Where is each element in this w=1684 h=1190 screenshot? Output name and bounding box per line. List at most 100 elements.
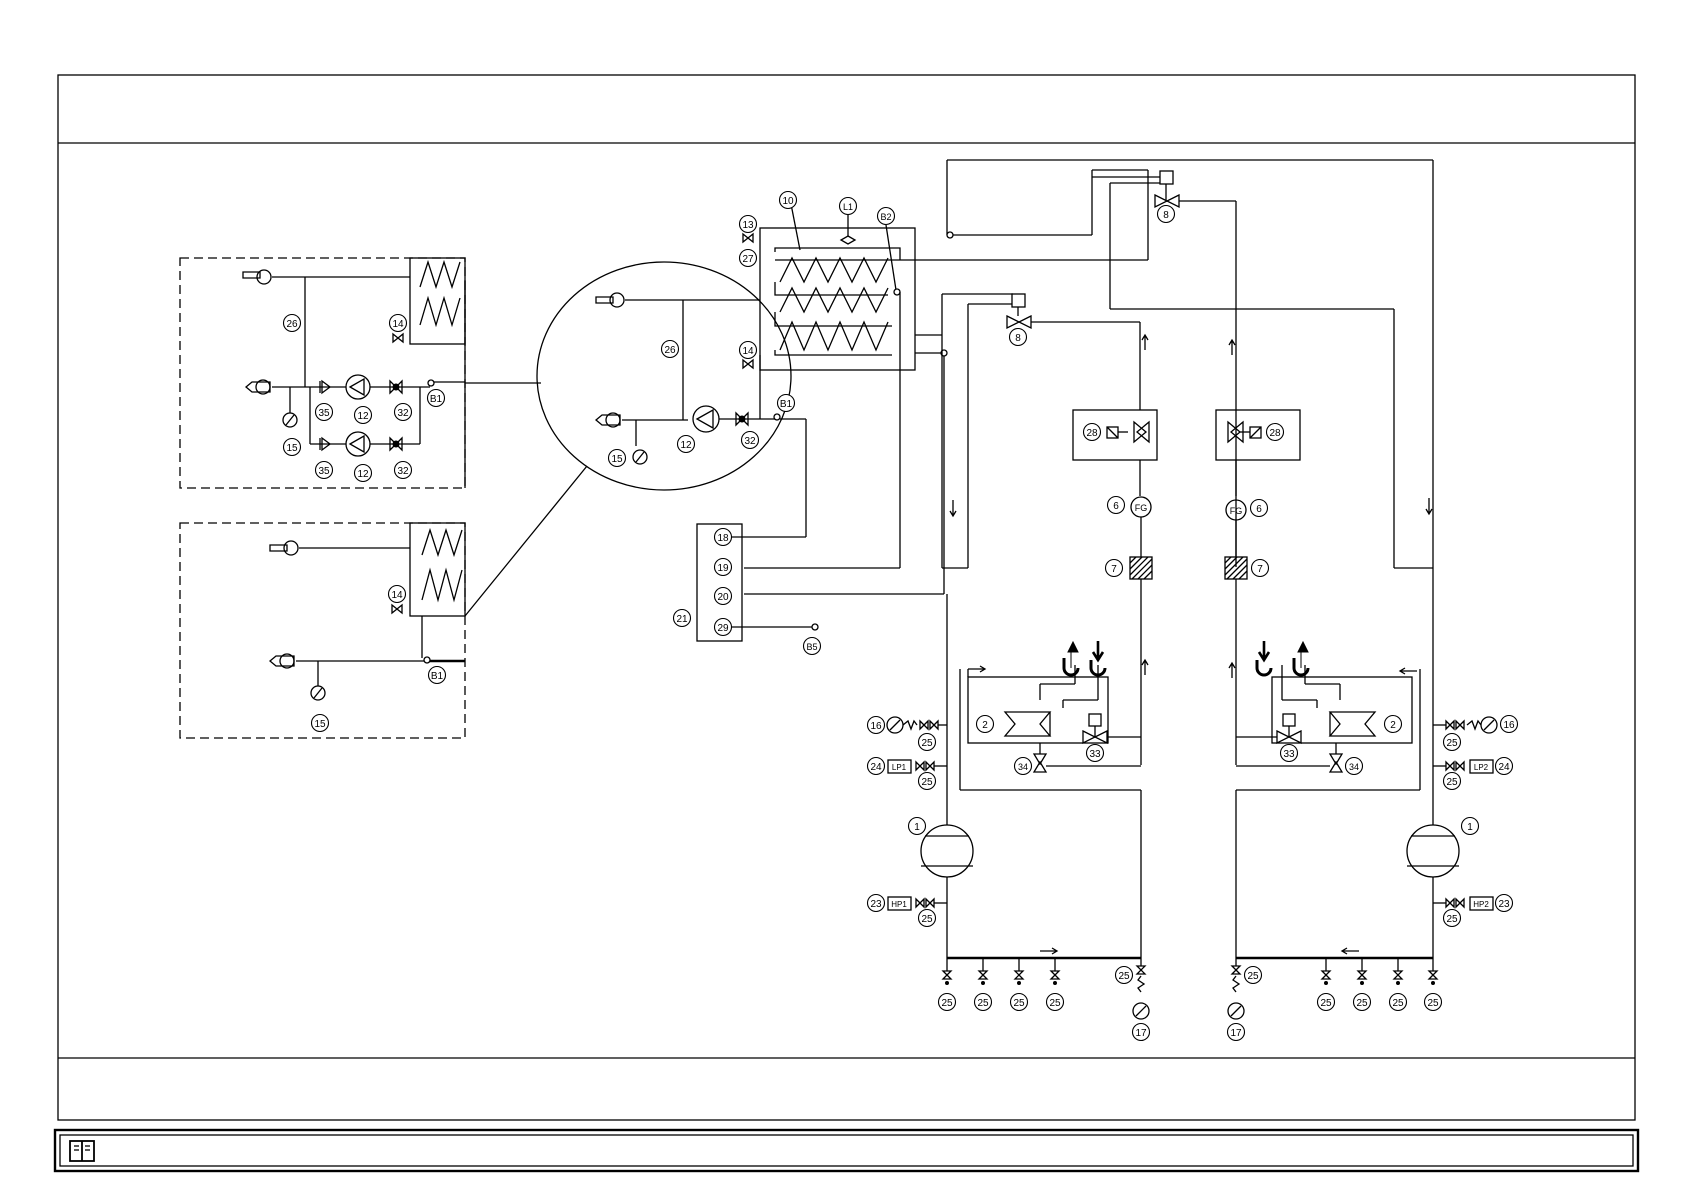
service-valve-bottom-l3[interactable] xyxy=(1051,958,1059,985)
label-1-b: 1 xyxy=(1467,822,1473,833)
compressor-icon xyxy=(921,825,973,877)
label-32-c: 32 xyxy=(744,436,756,447)
label-21: 21 xyxy=(676,614,688,625)
label-32-b: 32 xyxy=(397,466,409,477)
label-25-d: 25 xyxy=(1446,738,1458,749)
service-valve-bottom-l1[interactable] xyxy=(979,958,987,985)
detail-leader-2 xyxy=(465,466,587,616)
label-25-bottom-r3: 25 xyxy=(1427,998,1439,1009)
label-b1-c: B1 xyxy=(780,399,793,410)
label-l1: L1 xyxy=(843,202,853,212)
label-33-b: 33 xyxy=(1283,749,1295,760)
label-32-a: 32 xyxy=(397,408,409,419)
twin-pump-detail: 26 14 B1 15 xyxy=(180,258,465,488)
label-7-a: 7 xyxy=(1111,564,1117,575)
service-valve-bottom-l2[interactable] xyxy=(1015,958,1023,985)
service-valve-bottom-r0[interactable] xyxy=(1322,958,1330,985)
label-35-a: 35 xyxy=(318,408,330,419)
label-25-bottom-r0: 25 xyxy=(1320,998,1332,1009)
label-15-c: 15 xyxy=(611,454,623,465)
book-icon[interactable] xyxy=(70,1141,94,1161)
service-valve-row: 25 25 25 25 25 25 25 25 25 17 25 17 xyxy=(939,958,1442,1041)
label-20: 20 xyxy=(717,592,729,603)
label-28-a: 28 xyxy=(1086,428,1098,439)
label-19: 19 xyxy=(717,563,729,574)
service-valve-bottom-r1[interactable] xyxy=(1358,958,1366,985)
label-25-bottom-l0: 25 xyxy=(941,998,953,1009)
label-33-a: 33 xyxy=(1089,749,1101,760)
label-2-a: 2 xyxy=(982,720,988,731)
label-24-b: 24 xyxy=(1498,762,1510,773)
refrigerant-circuit-1: 8 8 28 xyxy=(868,160,1518,958)
label-27: 27 xyxy=(742,254,754,265)
label-12-a: 12 xyxy=(357,411,369,422)
no-pump-detail: 14 B1 15 xyxy=(180,523,465,738)
label-25-bottom-r1: 25 xyxy=(1356,998,1368,1009)
footer-bar xyxy=(55,1130,1638,1171)
label-15-b: 15 xyxy=(314,719,326,730)
label-8-a: 8 xyxy=(1163,210,1169,221)
label-23-b: 23 xyxy=(1498,899,1510,910)
sight-glass-symbol-b: FG xyxy=(1230,506,1243,516)
label-26: 26 xyxy=(286,319,298,330)
service-valve-bottom-r2[interactable] xyxy=(1394,958,1402,985)
label-10: 10 xyxy=(782,196,794,207)
lp2-label: LP2 xyxy=(1474,763,1489,772)
label-b1-a: B1 xyxy=(430,394,443,405)
label-14-c: 14 xyxy=(742,346,754,357)
label-12-c: 12 xyxy=(680,440,692,451)
label-25-bottom-r2: 25 xyxy=(1392,998,1404,1009)
label-7-b: 7 xyxy=(1257,564,1263,575)
label-29: 29 xyxy=(717,623,729,634)
label-14-b: 14 xyxy=(391,590,403,601)
label-25-e: 25 xyxy=(1446,777,1458,788)
label-25-c: 25 xyxy=(921,914,933,925)
label-16-a: 16 xyxy=(870,721,882,732)
label-6-b: 6 xyxy=(1256,504,1262,515)
label-b2: B2 xyxy=(880,212,891,222)
water-heat-exchanger: 10 L1 B2 13 27 14 xyxy=(740,192,1149,595)
label-34-b: 34 xyxy=(1349,762,1359,772)
label-28-b: 28 xyxy=(1269,428,1281,439)
label-1-a: 1 xyxy=(914,822,920,833)
label-25-bottom-l3: 25 xyxy=(1049,998,1061,1009)
hydraulic-section: 26 15 12 32 B1 xyxy=(537,262,806,537)
hp-gauge-left-label: 17 xyxy=(1135,1028,1147,1039)
label-2-b: 2 xyxy=(1390,720,1396,731)
service-valve-bottom-r3[interactable] xyxy=(1429,958,1437,985)
label-25-a: 25 xyxy=(921,738,933,749)
sight-glass-symbol-a: FG xyxy=(1135,503,1148,513)
lp1-label: LP1 xyxy=(892,763,907,772)
label-23-a: 23 xyxy=(870,899,882,910)
label-b1-b: B1 xyxy=(431,671,444,682)
label-34-a: 34 xyxy=(1018,762,1028,772)
label-6-a: 6 xyxy=(1113,501,1119,512)
filter-icon xyxy=(1130,557,1152,579)
hp1-label: HP1 xyxy=(891,900,907,909)
label-13: 13 xyxy=(742,220,754,231)
hp-gauge-left xyxy=(1133,958,1149,1019)
label-18: 18 xyxy=(717,533,729,544)
hp-gauge-right xyxy=(1228,958,1244,1019)
label-8-b: 8 xyxy=(1015,333,1021,344)
controller-box: 18 19 20 29 B5 21 xyxy=(674,524,821,655)
label-16-b: 16 xyxy=(1503,720,1515,731)
label-35-b: 35 xyxy=(318,466,330,477)
hp-gauge-right-valve-label: 25 xyxy=(1247,971,1259,982)
label-25-bottom-l1: 25 xyxy=(977,998,989,1009)
hp-gauge-left-valve-label: 25 xyxy=(1118,971,1130,982)
label-26-b: 26 xyxy=(664,345,676,356)
label-12-b: 12 xyxy=(357,469,369,480)
service-valve-bottom-l0[interactable] xyxy=(943,958,951,985)
label-15-a: 15 xyxy=(286,443,298,454)
label-24-a: 24 xyxy=(870,762,882,773)
hp-gauge-right-label: 17 xyxy=(1230,1028,1242,1039)
label-14: 14 xyxy=(392,319,404,330)
label-25-bottom-l2: 25 xyxy=(1013,998,1025,1009)
hp2-label: HP2 xyxy=(1473,900,1489,909)
label-b5: B5 xyxy=(806,642,817,652)
label-25-b: 25 xyxy=(921,777,933,788)
label-25-f: 25 xyxy=(1446,914,1458,925)
compressor-icon xyxy=(1407,825,1459,877)
